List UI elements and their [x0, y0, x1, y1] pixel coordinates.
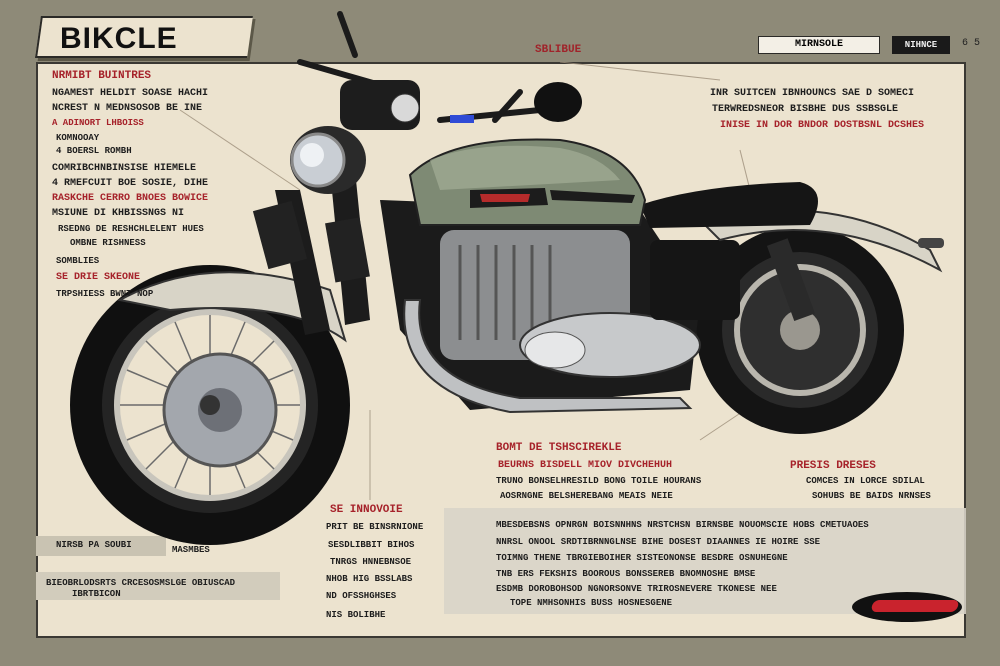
header-right-box: MIRNSOLE: [758, 36, 880, 54]
bottom-left-band-1: NIRSB PA SOUBI: [56, 540, 132, 550]
front-wheel: [70, 265, 350, 545]
spec-row-6: TOPE NMHSONHIS BUSS HOSNESGENE: [510, 598, 673, 608]
spec-row-2: NNRSL ONOOL SRDTIBRNNGLNSE BIHE DOSEST D…: [496, 537, 821, 547]
engine: [440, 230, 701, 378]
left-heading-3: SOMBLIES: [56, 256, 100, 266]
mid-left-heading: SE INNOVOIE: [330, 504, 403, 516]
right-top-line-3: INISE IN DOR BNDOR DOSTBSNL DCSHES: [720, 120, 925, 131]
left-line-1: NGAMEST HELDIT SOASE HACHI: [52, 88, 209, 99]
center-right-line-2: SOHUBS BE BAIDS NRNSES: [812, 491, 931, 501]
left-line-7: TRPSHIESS BWNT NOP: [56, 289, 154, 299]
left-heading-2: COMRIBCHNBINSISE HIEMELE: [52, 163, 197, 174]
mid-left-line-6: NIS BOLIBHE: [326, 610, 386, 620]
right-top-line-2: TERWREDSNEOR BISBHE DUS SSBSGLE: [712, 104, 899, 115]
left-bullet-3: RSEDNG DE RESHCHLELENT HUES: [58, 224, 204, 234]
spec-row-3: TOIMNG THENE TBRGIEBOIHER SISTEONONSE BE…: [496, 553, 788, 563]
left-band-2: [36, 572, 280, 600]
center-bullet-1: BEURNS BISDELL MIOV DIVCHEHUH: [498, 460, 673, 471]
center-line-2: AOSRNGNE BELSHEREBANG MEAIS NEIE: [500, 491, 673, 501]
left-heading-4: SE DRIE SKEONE: [56, 272, 141, 283]
center-right-heading: PRESIS DRESES: [790, 460, 876, 472]
spec-row-4: TNB ERS FEKSHIS BOOROUS BONSSEREB BNOMNO…: [496, 569, 756, 579]
center-right-line-1: COMCES IN LORCE SDILAL: [806, 476, 925, 486]
left-line-3: A ADINORT LHBOISS: [52, 118, 144, 128]
rear-wheel: [696, 226, 904, 434]
mid-left-line-3: TNRGS HNNEBNSOE: [330, 557, 412, 567]
spec-row-5: ESDMB DOROBOHSOD NGNORSONVE TRIROSNEVERE…: [496, 584, 777, 594]
mid-left-line-2: SESDLIBBIT BIHOS: [328, 540, 415, 550]
brand-logo-accent: [870, 600, 960, 612]
center-heading: BOMT DE TSHSCIREKLE: [496, 442, 622, 454]
spec-row-1: MBESDEBSNS OPNRGN BOISNNHNS NRSTCHSN BIR…: [496, 520, 869, 530]
mid-left-line-4: NHOB HIG BSSLABS: [326, 574, 413, 584]
header-right-dark: NIHNCE: [892, 36, 950, 54]
left-bullet-2: 4 BOERSL ROMBH: [56, 146, 132, 156]
center-line-1: TRUNO BONSELHRESILD BONG TOILE HOURANS: [496, 476, 702, 486]
bottom-left-band-2b: IBRTBICON: [72, 589, 121, 599]
right-top-line-1: INR SUITCEN IBNHOUNCS SAE D SOMECI: [710, 88, 915, 99]
page-title: BIKCLE: [60, 22, 178, 55]
left-bullet-4: OMBNE RISHNESS: [70, 238, 146, 248]
header-right-number: 6 5: [962, 38, 981, 49]
mid-left-line-1: PRIT BE BINSRNIONE: [326, 522, 424, 532]
fuel-tank: [408, 138, 647, 226]
left-line-2: NCREST N MEDNSOSOB BE INE: [52, 103, 203, 114]
headlight: [290, 126, 366, 194]
bottom-left-band-2: BIEOBRLODSRTS CRCESOSMSLGE OBIUSCAD: [46, 578, 236, 588]
header-center-label: SBLIBUE: [535, 44, 582, 56]
left-line-6: MSIUNE DI KHBISSNGS NI: [52, 208, 185, 219]
left-line-4: 4 RMEFCUIT BOE SOSIE, DIHE: [52, 178, 209, 189]
left-heading-1: NRMIBT BUINTRES: [52, 70, 152, 82]
left-band-1: [36, 536, 166, 556]
left-bullet-1: KOMNOOAY: [56, 133, 100, 143]
bottom-left-band-1b: MASMBES: [172, 545, 210, 555]
left-line-5: RASKCHE CERRO BNOES BOWICE: [52, 193, 209, 204]
mid-left-line-5: ND OFSSHGHSES: [326, 591, 397, 601]
